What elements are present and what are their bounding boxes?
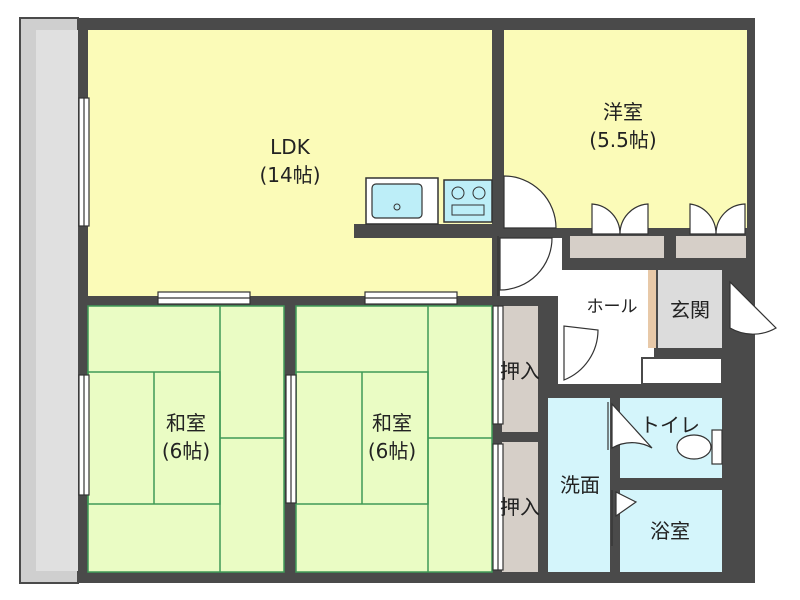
door-western-icon: [503, 175, 557, 229]
closet-western-left: [570, 236, 664, 258]
door-closet-icon: [715, 203, 746, 235]
stove-icon: [443, 179, 493, 223]
room-washroom: [548, 398, 610, 572]
room-entrance: [658, 270, 722, 348]
entrance-label: 玄関: [670, 298, 710, 322]
closet-western-right: [676, 236, 746, 258]
bathroom-label: 浴室: [650, 519, 690, 543]
toilet-label: トイレ: [640, 413, 700, 437]
sink-drain-icon: [393, 203, 401, 211]
western-size-label: (5.5帖): [589, 128, 656, 152]
burner-icon: [451, 186, 465, 200]
sink-icon: [371, 183, 423, 219]
room-ldk: [88, 30, 492, 296]
grill-icon: [451, 204, 485, 216]
room-japanese-right: [295, 305, 493, 573]
door-hall-icon: [563, 325, 599, 381]
western-name-label: 洋室: [603, 100, 643, 124]
japanese-right-size-label: (6帖): [368, 439, 416, 463]
hall-label: ホール: [587, 297, 638, 317]
kitchen-wall: [354, 224, 500, 238]
room-japanese-left: [87, 305, 285, 573]
closet-lower: [502, 442, 538, 572]
burner-icon: [472, 186, 486, 200]
toilet-icon: [676, 429, 723, 465]
ldk-name-label: LDK: [270, 135, 311, 159]
ldk-size-label: (14帖): [259, 163, 320, 187]
japanese-left-name-label: 和室: [166, 411, 206, 435]
hall-step: [648, 270, 656, 348]
japanese-left-size-label: (6帖): [162, 439, 210, 463]
room-bathroom: [620, 490, 722, 572]
closet-upper: [502, 306, 538, 432]
balcony-floor: [36, 30, 78, 571]
japanese-right-name-label: 和室: [372, 411, 412, 435]
door-bath-icon: [615, 491, 638, 518]
door-ldk-icon: [499, 237, 553, 291]
washroom-label: 洗面: [560, 473, 600, 497]
door-entrance-icon: [729, 280, 777, 335]
shoe-box: [641, 357, 723, 385]
door-closet-icon: [619, 203, 649, 235]
closet-upper-label: 押入: [500, 359, 540, 383]
door-toilet-icon: [611, 402, 653, 450]
closet-lower-label: 押入: [500, 495, 540, 519]
